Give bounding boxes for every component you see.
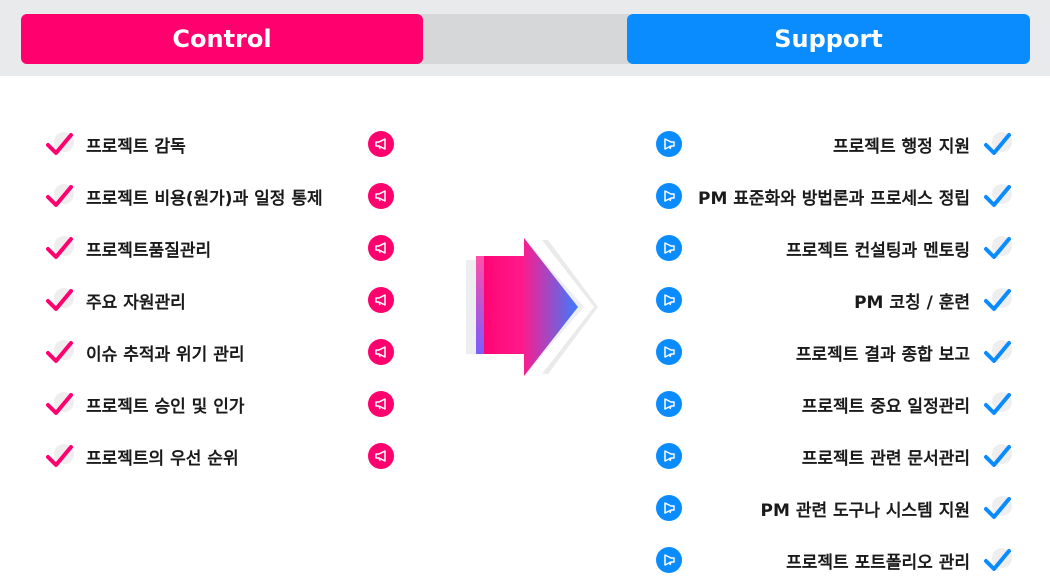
gradient-arrow-icon [466, 238, 598, 376]
support-item: PM 관련 도구나 시스템 지원 [656, 493, 1014, 523]
control-item-label: 프로젝트품질관리 [86, 240, 212, 261]
blue-check-icon [984, 132, 1012, 155]
support-item: 프로젝트 행정 지원 [656, 129, 1014, 159]
support-item-label: 프로젝트 관련 문서관리 [801, 448, 970, 469]
pink-check-icon [46, 236, 74, 259]
blue-check-icon [984, 288, 1012, 311]
pink-check-icon [46, 288, 74, 311]
megaphone-icon[interactable] [656, 131, 682, 157]
support-item: 프로젝트 결과 종합 보고 [656, 337, 1014, 367]
support-item: 프로젝트 중요 일정관리 [656, 389, 1014, 419]
blue-check-icon [984, 392, 1012, 415]
pink-check-icon [46, 444, 74, 467]
megaphone-icon[interactable] [368, 339, 394, 365]
control-item: 주요 자원관리 [44, 285, 394, 315]
pink-check-icon [46, 184, 74, 207]
support-item: PM 코칭 / 훈련 [656, 285, 1014, 315]
support-item-label: 프로젝트 행정 지원 [833, 136, 970, 157]
support-item: 프로젝트 컨설팅과 멘토링 [656, 233, 1014, 263]
megaphone-icon[interactable] [656, 495, 682, 521]
megaphone-icon[interactable] [656, 287, 682, 313]
control-item-label: 이슈 추적과 위기 관리 [86, 344, 245, 365]
megaphone-icon[interactable] [368, 391, 394, 417]
megaphone-icon[interactable] [656, 547, 682, 573]
blue-check-icon [984, 548, 1012, 571]
support-item: 프로젝트 포트폴리오 관리 [656, 545, 1014, 575]
blue-check-icon [984, 496, 1012, 519]
megaphone-icon[interactable] [656, 339, 682, 365]
blue-check-icon [984, 444, 1012, 467]
megaphone-icon[interactable] [368, 131, 394, 157]
blue-check-icon [984, 184, 1012, 207]
blue-check-icon [984, 236, 1012, 259]
megaphone-icon[interactable] [368, 183, 394, 209]
control-item: 프로젝트 승인 및 인가 [44, 389, 394, 419]
megaphone-icon[interactable] [656, 443, 682, 469]
megaphone-icon[interactable] [368, 443, 394, 469]
support-item-label: PM 표준화와 방법론과 프로세스 정립 [697, 188, 970, 209]
support-item-label: PM 코칭 / 훈련 [854, 292, 970, 313]
megaphone-icon[interactable] [656, 235, 682, 261]
pink-check-icon [46, 340, 74, 363]
control-item-label: 프로젝트 비용(원가)과 일정 통제 [86, 188, 323, 209]
pink-check-icon [46, 132, 74, 155]
megaphone-icon[interactable] [656, 183, 682, 209]
pink-check-icon [46, 392, 74, 415]
control-item-label: 프로젝트의 우선 순위 [86, 448, 239, 469]
support-item-label: 프로젝트 결과 종합 보고 [795, 344, 970, 365]
megaphone-icon[interactable] [656, 391, 682, 417]
blue-check-icon [984, 340, 1012, 363]
control-item: 프로젝트 감독 [44, 129, 394, 159]
control-tab[interactable]: Control [21, 14, 423, 64]
megaphone-icon[interactable] [368, 235, 394, 261]
support-item: PM 표준화와 방법론과 프로세스 정립 [656, 181, 1014, 211]
control-item-label: 프로젝트 승인 및 인가 [86, 396, 245, 417]
support-tab[interactable]: Support [627, 14, 1030, 64]
control-item: 프로젝트품질관리 [44, 233, 394, 263]
control-item: 이슈 추적과 위기 관리 [44, 337, 394, 367]
control-item: 프로젝트 비용(원가)과 일정 통제 [44, 181, 394, 211]
header-divider [420, 14, 630, 64]
support-item-label: PM 관련 도구나 시스템 지원 [760, 500, 970, 521]
control-item: 프로젝트의 우선 순위 [44, 441, 394, 471]
support-item-label: 프로젝트 중요 일정관리 [801, 396, 970, 417]
control-item-label: 프로젝트 감독 [86, 136, 186, 157]
megaphone-icon[interactable] [368, 287, 394, 313]
control-item-label: 주요 자원관리 [86, 292, 186, 313]
support-item-label: 프로젝트 포트폴리오 관리 [786, 552, 970, 573]
support-item-label: 프로젝트 컨설팅과 멘토링 [786, 240, 970, 261]
support-item: 프로젝트 관련 문서관리 [656, 441, 1014, 471]
